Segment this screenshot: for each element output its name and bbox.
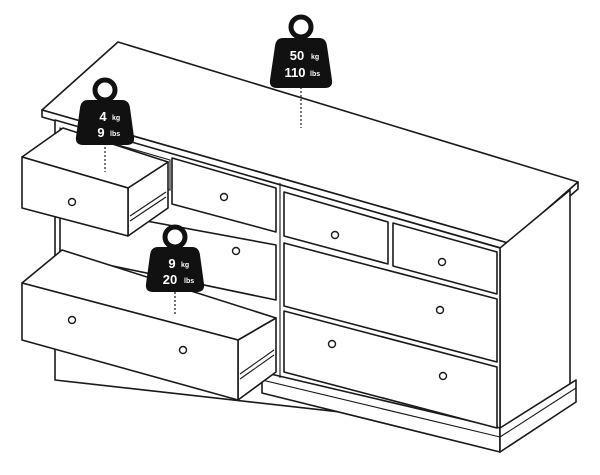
dresser-plinth-side [499,379,577,453]
knob-icon [435,305,445,315]
weight-top-kg-value: 50 [290,48,304,63]
drawer-right-large-1 [283,242,498,363]
drawer-right-small-1 [283,191,389,265]
knob-icon [327,339,337,349]
weight-large-kg-value: 9 [168,256,175,271]
knob-icon [67,197,77,207]
knob-icon [330,230,340,240]
weight-top-lbs-unit: lbs [310,71,320,78]
drawer-right-small-2 [392,222,498,295]
weight-icon: 4 kg 9 lbs [75,77,135,145]
knob-icon [219,192,229,202]
weight-small-lbs-value: 9 [97,125,104,140]
weight-small-kg-value: 4 [99,109,107,124]
weight-icon: 50 kg 110 lbs [269,14,333,88]
drawer-runner [239,349,275,375]
drawer-runner [129,191,167,217]
open-drawer-large-front [21,282,239,401]
knob-icon [438,371,448,381]
knob-icon [67,315,77,325]
knob-icon [437,257,447,267]
weight-icon: 9 kg 20 lbs [145,224,205,292]
weight-top-lbs-value: 110 [285,65,306,80]
drawer-runner [129,196,167,222]
drawer-right-large-2 [283,310,498,429]
plinth-groove-side [499,387,577,438]
knob-icon [178,345,188,355]
plinth-groove [261,379,501,438]
weight-small-kg-unit: kg [112,115,120,122]
open-drawer-small-front [21,156,129,237]
weight-large-lbs-unit: lbs [184,278,194,285]
drawer-runner [239,354,275,380]
weight-large-kg-unit: kg [181,262,189,269]
weight-small-lbs-unit: lbs [110,131,120,138]
weight-top-kg-unit: kg [311,54,319,61]
knob-icon [231,246,241,256]
weight-large-lbs-value: 20 [163,272,177,287]
